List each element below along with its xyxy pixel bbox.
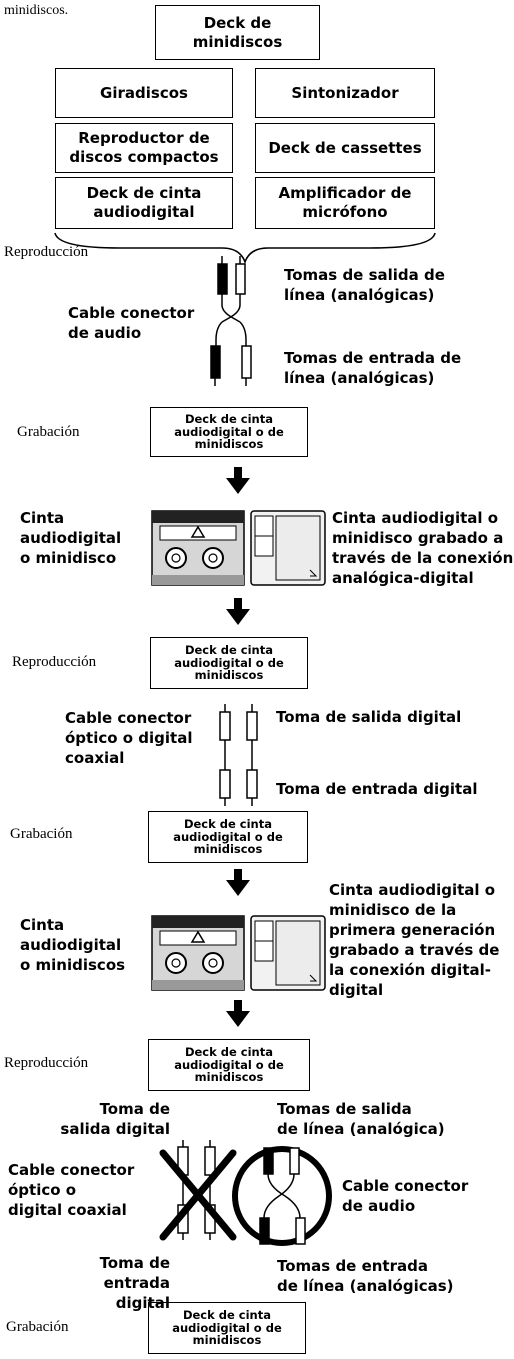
- digital-output-label-5: Toma de salida digital: [60, 1100, 170, 1138]
- audio-cable-label-1: Cable conector de audio: [68, 304, 195, 342]
- analog-output-jacks-label-1: Tomas de salida de línea (analógicas): [284, 266, 445, 304]
- analog-input-label-5: Tomas de entrada de línea (analógicas): [277, 1257, 454, 1295]
- down-arrow-icon: [226, 1000, 250, 1027]
- source-box-cd-player: Reproductor de discos compactos: [55, 123, 233, 173]
- stage-label-playback-2: Reproducción: [12, 654, 97, 670]
- recorder-box-2: Deck de cinta audiodigital o de minidisc…: [150, 637, 308, 689]
- recorder-box-4: Deck de cinta audiodigital o de minidisc…: [148, 1039, 310, 1091]
- intro-fragment: minidiscos.: [4, 3, 69, 18]
- dat-cassette-icon-2: [151, 915, 245, 991]
- down-arrow-icon: [226, 869, 250, 896]
- source-box-tuner: Sintonizador: [255, 68, 435, 118]
- minidisc-icon-2: [250, 915, 326, 991]
- digital-input-jack-label-3: Toma de entrada digital: [276, 780, 478, 798]
- stage-label-record-2: Grabación: [10, 826, 73, 842]
- stage-label-playback-1: Reproducción: [4, 244, 89, 260]
- circle-highlight-icon: [232, 1146, 332, 1246]
- media-label-right-2: Cinta audiodigital o minidisco de la pri…: [329, 881, 500, 999]
- digital-cable-icon-3: [219, 704, 258, 806]
- audio-cable-label-5: Cable conector de audio: [342, 1177, 469, 1215]
- analog-input-jacks-label-1: Tomas de entrada de línea (analógicas): [284, 349, 462, 387]
- minidisc-icon-1: [250, 510, 326, 586]
- analog-audio-cable-icon-1: [210, 256, 252, 386]
- source-box-minidisc-deck: Deck de minidiscos: [155, 5, 320, 60]
- dat-cassette-icon-1: [151, 510, 245, 586]
- recorder-box-1: Deck de cinta audiodigital o de minidisc…: [150, 407, 308, 457]
- source-box-mic-amplifier: Amplificador de micrófono: [255, 177, 435, 229]
- media-label-right-1: Cinta audiodigital o minidisco grabado a…: [332, 509, 514, 587]
- stage-label-record-3: Grabación: [6, 1319, 69, 1335]
- recorder-box-5: Deck de cinta audiodigital o de minidisc…: [148, 1302, 306, 1354]
- source-group-brace: [54, 232, 436, 265]
- media-label-left-1: Cinta audiodigital o minidisco: [20, 509, 122, 567]
- analog-audio-cable-icon-5: [259, 1147, 306, 1245]
- digital-cable-label-5: Cable conector óptico o digital coaxial: [8, 1161, 135, 1219]
- media-label-left-2: Cinta audiodigital o minidiscos: [20, 916, 126, 974]
- source-box-dat-deck: Deck de cinta audiodigital: [55, 177, 233, 229]
- down-arrow-icon: [226, 598, 250, 625]
- source-box-cassette-deck: Deck de cassettes: [255, 123, 435, 173]
- source-box-turntable: Giradiscos: [55, 68, 233, 118]
- recorder-box-3: Deck de cinta audiodigital o de minidisc…: [148, 811, 308, 863]
- digital-input-label-5: Toma de entrada digital: [99, 1254, 170, 1312]
- analog-output-label-5: Tomas de salida de línea (analógica): [277, 1100, 445, 1138]
- down-arrow-icon: [226, 467, 250, 494]
- stage-label-playback-3: Reproducción: [4, 1055, 89, 1071]
- digital-cable-label-3: Cable conector óptico o digital coaxial: [65, 709, 193, 767]
- stage-label-record-1: Grabación: [17, 424, 80, 440]
- digital-output-jack-label-3: Toma de salida digital: [276, 708, 462, 726]
- cross-out-icon: [159, 1149, 237, 1241]
